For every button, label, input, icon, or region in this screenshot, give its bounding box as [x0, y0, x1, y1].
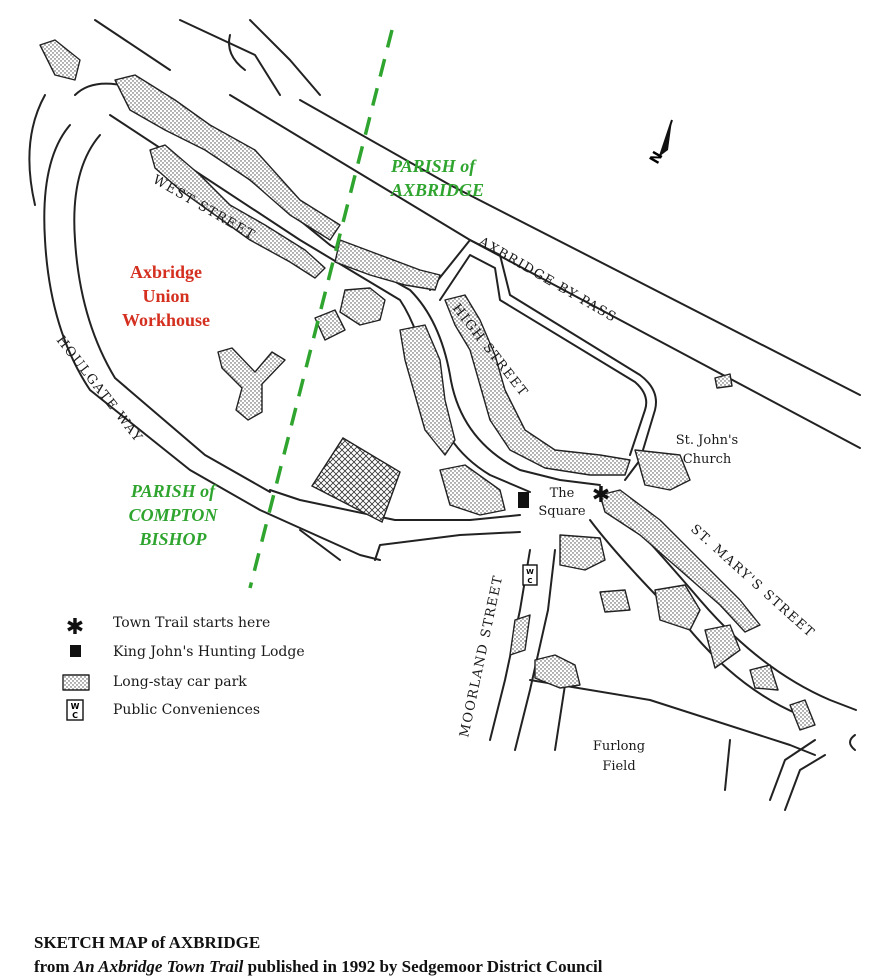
svg-text:C: C [527, 577, 532, 585]
svg-text:Furlong: Furlong [593, 739, 645, 754]
svg-text:BISHOP: BISHOP [138, 529, 207, 549]
legend-label-lodge: King John's Hunting Lodge [113, 644, 305, 660]
svg-text:Axbridge: Axbridge [130, 262, 202, 282]
car-park [310, 437, 401, 523]
north-arrow-icon: N [647, 119, 673, 167]
legend-label-car-park: Long-stay car park [113, 674, 247, 690]
svg-text:Union: Union [142, 286, 189, 306]
buildings [39, 39, 816, 731]
svg-text:The: The [550, 486, 575, 501]
label-houlgate-way: HOULGATE WAY [53, 333, 146, 446]
houlgate-way-road [43, 124, 381, 561]
svg-text:St. John's: St. John's [676, 433, 738, 448]
caption-source: from An Axbridge Town Trail published in… [34, 957, 603, 976]
svg-text:Church: Church [683, 452, 732, 467]
label-square: The Square [538, 486, 586, 519]
legend-label-trail: Town Trail starts here [113, 615, 270, 631]
label-parish-compton: PARISH of COMPTON BISHOP [129, 481, 219, 549]
trail-start-marker: ✱ [592, 483, 610, 508]
hunting-lodge-marker [518, 492, 529, 508]
caption-title: SKETCH MAP of AXBRIDGE [34, 933, 261, 952]
wc-icon: W C [66, 699, 84, 721]
workhouse-building [217, 347, 286, 421]
black-square-icon [70, 645, 81, 657]
caption-book-title: An Axbridge Town Trail [73, 957, 244, 976]
legend-label-wc: Public Conveniences [113, 702, 260, 718]
svg-text:AXBRIDGE: AXBRIDGE [390, 180, 484, 200]
svg-text:W: W [71, 702, 80, 711]
svg-text:Workhouse: Workhouse [122, 310, 210, 330]
svg-text:W: W [526, 568, 534, 576]
svg-text:Square: Square [538, 504, 586, 519]
svg-text:COMPTON: COMPTON [129, 505, 219, 525]
map-legend: ✱ Town Trail starts here King John's Hun… [62, 615, 305, 721]
road-network [28, 19, 861, 811]
wc-marker: W C [522, 564, 538, 586]
label-church: St. John's Church [676, 433, 738, 467]
label-furlong-field: Furlong Field [593, 739, 645, 774]
svg-text:Field: Field [602, 759, 635, 774]
svg-text:PARISH of: PARISH of [130, 481, 217, 501]
svg-text:C: C [72, 711, 78, 720]
parish-boundary [248, 29, 394, 589]
dotted-box-icon [62, 674, 90, 691]
asterisk-icon: ✱ [66, 615, 84, 640]
label-parish-axbridge: PARISH of AXBRIDGE [390, 156, 484, 200]
svg-text:PARISH of: PARISH of [390, 156, 477, 176]
label-moorland-street: MOORLAND STREET [457, 573, 506, 738]
label-workhouse: Axbridge Union Workhouse [122, 262, 210, 330]
